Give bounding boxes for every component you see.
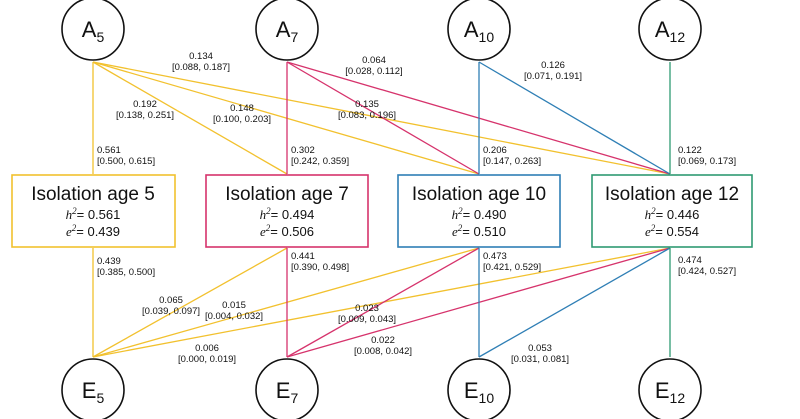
factor-e5: E5: [61, 358, 125, 419]
path-a5-box7: [92, 61, 288, 175]
coef-a5-box12: 0.134[0.088, 0.187]: [172, 51, 230, 73]
coef-e5-box5: 0.439[0.385, 0.500]: [97, 256, 155, 278]
box-e2: e2= 0.506: [260, 223, 314, 239]
coef-e10-box12: 0.053[0.031, 0.081]: [511, 343, 569, 365]
coef-e5-box12: 0.006[0.000, 0.019]: [178, 343, 236, 365]
path-e10-box12: [478, 247, 671, 358]
svg-text:A10: A10: [464, 17, 494, 45]
svg-text:A5: A5: [82, 17, 105, 45]
box-e2: e2= 0.554: [645, 223, 699, 239]
box-title: Isolation age 12: [605, 184, 739, 205]
coef-a7-box7: 0.302[0.242, 0.359]: [291, 145, 349, 167]
svg-text:E5: E5: [82, 378, 105, 406]
path-a7-box10: [286, 61, 480, 175]
path-a10-box12: [478, 61, 671, 175]
coef-a10-box12: 0.126[0.071, 0.191]: [524, 60, 582, 82]
box-isolation-age-12: Isolation age 12 h2= 0.446 e2= 0.554: [591, 174, 753, 248]
coef-e7-box12: 0.022[0.008, 0.042]: [354, 335, 412, 357]
svg-text:E10: E10: [464, 378, 494, 406]
path-e7-box10: [286, 247, 480, 358]
box-h2: h2= 0.490: [452, 206, 507, 222]
box-e2: e2= 0.510: [452, 223, 506, 239]
coef-a7-box10: 0.135[0.083, 0.196]: [338, 99, 396, 121]
factor-e12: E12: [638, 358, 702, 419]
path-e5-box10: [92, 247, 480, 358]
svg-text:A12: A12: [655, 17, 685, 45]
svg-text:E12: E12: [655, 378, 685, 406]
box-e2: e2= 0.439: [66, 223, 120, 239]
coef-a5-box7: 0.192[0.138, 0.251]: [116, 99, 174, 121]
factor-a10: A10: [447, 0, 511, 61]
svg-text:A7: A7: [276, 17, 299, 45]
factor-a5: A5: [61, 0, 125, 61]
coef-a10-box10: 0.206[0.147, 0.263]: [483, 145, 541, 167]
factor-e10: E10: [447, 358, 511, 419]
path-e5-box12: [92, 247, 671, 358]
coef-a5-box5: 0.561[0.500, 0.615]: [97, 145, 155, 167]
coef-a7-box12: 0.064[0.028, 0.112]: [345, 55, 402, 77]
box-h2: h2= 0.494: [260, 206, 315, 222]
box-title: Isolation age 5: [31, 184, 155, 205]
coef-e7-box7: 0.441[0.390, 0.498]: [291, 251, 349, 273]
factor-a12: A12: [638, 0, 702, 61]
coef-e10-box10: 0.473[0.421, 0.529]: [483, 251, 541, 273]
coefficient-labels: 0.561[0.500, 0.615] 0.192[0.138, 0.251] …: [97, 51, 736, 365]
box-isolation-age-7: Isolation age 7 h2= 0.494 e2= 0.506: [205, 174, 369, 248]
coef-e12-box12: 0.474[0.424, 0.527]: [678, 255, 736, 277]
path-e5-box7: [92, 247, 288, 358]
factor-a7: A7: [255, 0, 319, 61]
coef-e5-box7: 0.065[0.039, 0.097]: [142, 295, 200, 317]
box-h2: h2= 0.446: [645, 206, 700, 222]
factor-e7: E7: [255, 358, 319, 419]
coef-e5-box10: 0.015[0.004, 0.032]: [205, 300, 263, 322]
box-title: Isolation age 7: [225, 184, 349, 205]
path-lines: [92, 61, 671, 358]
coef-a12-box12: 0.122[0.069, 0.173]: [678, 145, 736, 167]
coef-e7-box10: 0.023[0.009, 0.043]: [338, 303, 396, 325]
svg-text:E7: E7: [276, 378, 299, 406]
box-title: Isolation age 10: [412, 184, 546, 205]
path-a5-box12: [92, 61, 671, 175]
box-h2: h2= 0.561: [66, 206, 121, 222]
path-a5-box10: [92, 61, 480, 175]
box-isolation-age-10: Isolation age 10 h2= 0.490 e2= 0.510: [397, 174, 561, 248]
box-isolation-age-5: Isolation age 5 h2= 0.561 e2= 0.439: [11, 174, 176, 248]
coef-a5-box10: 0.148[0.100, 0.203]: [213, 103, 271, 125]
